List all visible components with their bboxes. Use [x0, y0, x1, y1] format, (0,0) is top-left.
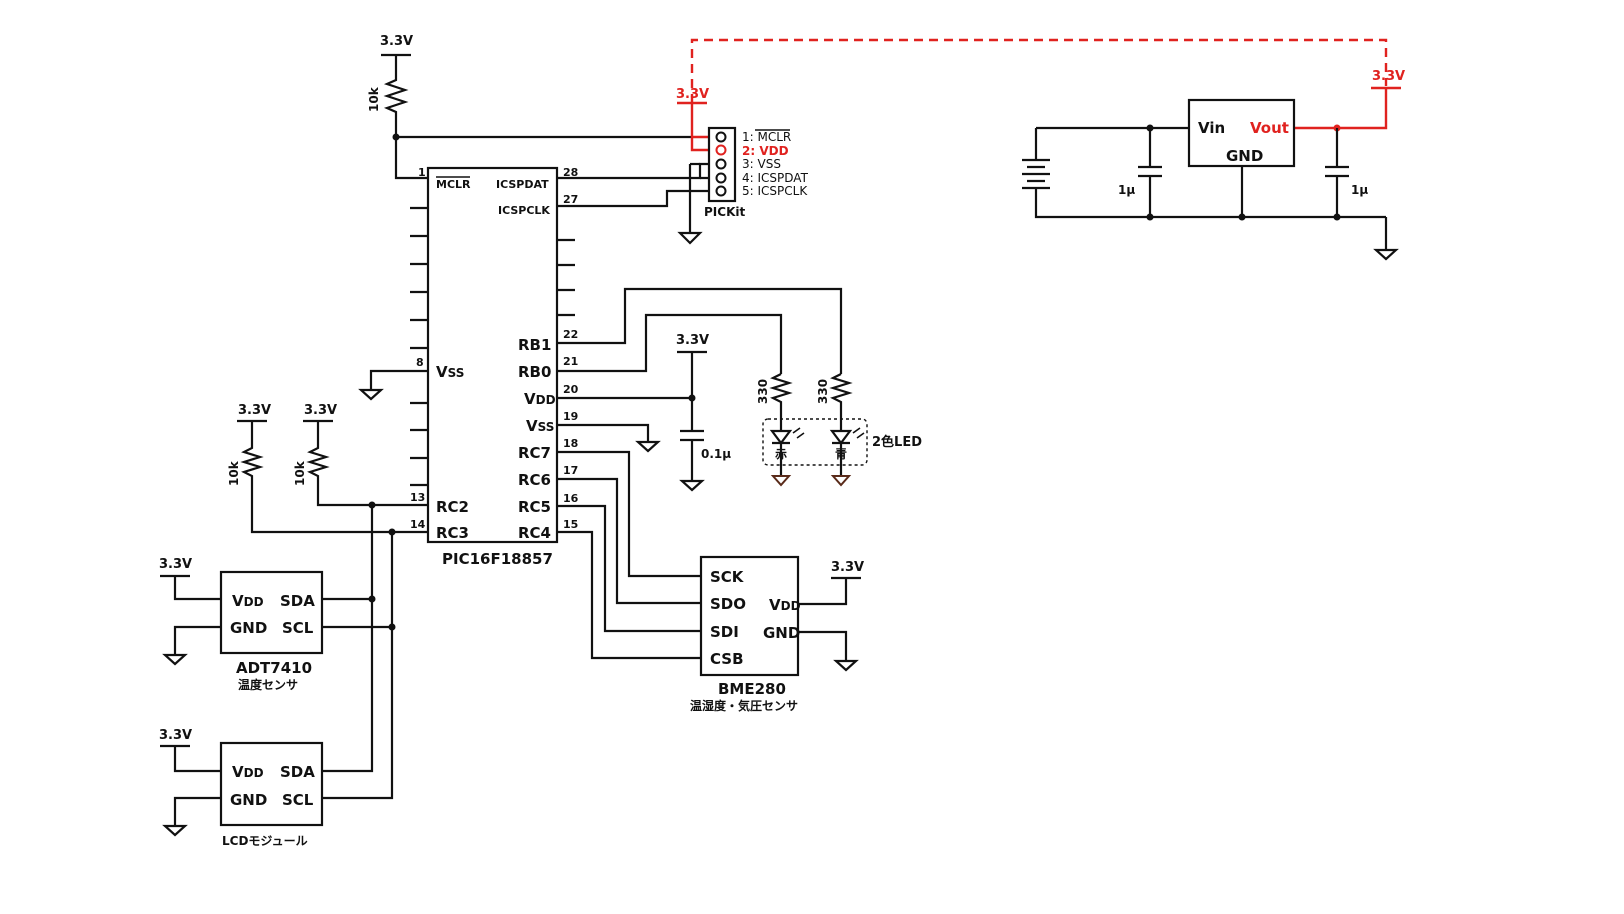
- pin-label-rb1: RB1: [518, 336, 551, 354]
- pin-label-vss-right: VSS: [526, 417, 554, 435]
- svg-text:3.3V: 3.3V: [238, 403, 271, 418]
- supply-label: 3.3V: [380, 34, 413, 49]
- svg-text:4: ICSPDAT: 4: ICSPDAT: [742, 171, 809, 185]
- pin-label-rc3: RC3: [436, 524, 469, 542]
- svg-text:20: 20: [563, 383, 579, 396]
- svg-text:SCL: SCL: [282, 619, 314, 637]
- svg-text:3.3V: 3.3V: [676, 333, 709, 348]
- reg-input-cap-label: 1μ: [1118, 183, 1135, 197]
- pickit-header: 3.3V 1: MCLR 2: VDD 3: VSS 4: ICSPDAT 5:…: [396, 87, 809, 245]
- reg-output-cap-label: 1μ: [1351, 183, 1368, 197]
- svg-text:15: 15: [563, 518, 578, 531]
- bme280-desc: 温湿度・気圧センサ: [690, 698, 798, 713]
- pin-label-rb0: RB0: [518, 363, 551, 381]
- pin-label-vdd: VDD: [524, 390, 556, 408]
- svg-text:GND: GND: [763, 624, 800, 642]
- adt7410-module: 3.3V VDD GND SDA SCL ADT7410 温度センサ: [159, 557, 324, 692]
- svg-text:28: 28: [563, 166, 578, 179]
- pin-label-icspdat: ICSPDAT: [496, 178, 549, 191]
- bme280-name: BME280: [718, 680, 786, 698]
- adt7410-name: ADT7410: [236, 659, 312, 677]
- pin-label-rc7: RC7: [518, 444, 551, 462]
- pin-label-icspclk: ICSPCLK: [498, 204, 550, 217]
- svg-text:8: 8: [416, 356, 424, 369]
- reg-vout-label: Vout: [1250, 119, 1289, 137]
- svg-text:SDA: SDA: [280, 592, 315, 610]
- svg-text:VDD: VDD: [232, 763, 264, 781]
- svg-text:10k: 10k: [367, 86, 381, 112]
- svg-text:GND: GND: [230, 791, 267, 809]
- lcd-module: 3.3V VDD GND SDA SCL LCDモジュール: [159, 728, 324, 848]
- svg-text:10k: 10k: [293, 460, 307, 486]
- adt7410-desc: 温度センサ: [238, 677, 298, 692]
- svg-text:16: 16: [563, 492, 579, 505]
- svg-text:1: 1: [418, 166, 426, 179]
- bicolor-led-label: 2色LED: [872, 434, 922, 450]
- pickit-label: PICKit: [704, 205, 745, 219]
- svg-text:VDD: VDD: [232, 592, 264, 610]
- vdd-bypass: 3.3V 0.1μ: [557, 333, 731, 492]
- reg-vin-label: Vin: [1198, 119, 1225, 137]
- svg-text:GND: GND: [230, 619, 267, 637]
- svg-text:SDA: SDA: [280, 763, 315, 781]
- svg-text:CSB: CSB: [710, 650, 744, 668]
- svg-text:14: 14: [410, 518, 426, 531]
- svg-text:22: 22: [563, 328, 578, 341]
- svg-text:330: 330: [756, 379, 770, 404]
- pin-label-rc6: RC6: [518, 471, 551, 489]
- led-blue-label: 青: [835, 446, 847, 461]
- svg-text:SCL: SCL: [282, 791, 314, 809]
- pin-label-rc2: RC2: [436, 498, 469, 516]
- svg-text:3.3V: 3.3V: [304, 403, 337, 418]
- regulator-circuit: 3.3V Vin Vout GND 1μ 1μ: [690, 38, 1405, 261]
- bypass-cap-label: 0.1μ: [701, 447, 731, 461]
- svg-text:1: MCLR: 1: MCLR: [742, 130, 791, 144]
- pin-label-rc4: RC4: [518, 524, 551, 542]
- bme280-module: 3.3V SCK SDO SDI CSB VDD GND BME280 温湿度・…: [557, 450, 864, 713]
- svg-text:3.3V: 3.3V: [831, 560, 864, 575]
- pic16f18857-chip: MCLR ICSPDAT ICSPCLK RB1 RB0 VDD VSS RC7…: [410, 166, 579, 568]
- svg-text:19: 19: [563, 410, 578, 423]
- svg-text:3.3V: 3.3V: [159, 728, 192, 743]
- pin-label-mclr: MCLR: [436, 178, 471, 191]
- vout-supply-label: 3.3V: [1372, 69, 1405, 84]
- led-circuit: 330 330 赤 青 2色LED: [557, 287, 922, 487]
- mclr-pullup: 3.3V 10k: [367, 34, 428, 180]
- svg-text:3: VSS: 3: VSS: [742, 157, 781, 171]
- svg-text:330: 330: [816, 379, 830, 404]
- pin-label-rc5: RC5: [518, 498, 551, 516]
- svg-text:VDD: VDD: [769, 596, 801, 614]
- svg-text:5: ICSPCLK: 5: ICSPCLK: [742, 184, 808, 198]
- reg-gnd-label: GND: [1226, 147, 1263, 165]
- svg-text:SCK: SCK: [710, 568, 745, 586]
- mcu-vss-ground: [358, 369, 428, 401]
- svg-text:SDI: SDI: [710, 623, 739, 641]
- svg-text:13: 13: [410, 491, 425, 504]
- i2c-pullups: 3.3V 3.3V 10k 10k: [227, 403, 428, 800]
- svg-text:3.3V: 3.3V: [159, 557, 192, 572]
- svg-text:18: 18: [563, 437, 578, 450]
- svg-text:17: 17: [563, 464, 578, 477]
- svg-text:21: 21: [563, 355, 578, 368]
- svg-text:2: VDD: 2: VDD: [742, 144, 789, 158]
- svg-text:27: 27: [563, 193, 578, 206]
- svg-text:SDO: SDO: [710, 595, 746, 613]
- mcu-part-label: PIC16F18857: [442, 550, 553, 568]
- led-red-label: 赤: [775, 446, 787, 461]
- svg-text:10k: 10k: [227, 460, 241, 486]
- lcd-name: LCDモジュール: [222, 834, 308, 848]
- pin-label-vss-left: VSS: [436, 363, 464, 381]
